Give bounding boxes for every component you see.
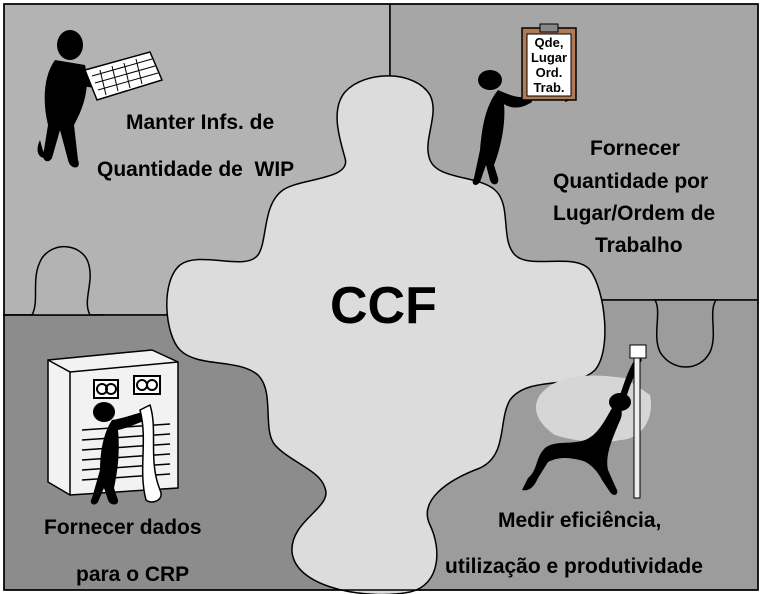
ccf-center-piece [166,75,606,594]
bottom-right-label-line-2: utilização e produtividade [445,555,703,578]
top-right-label-line-1: Fornecer [590,137,680,160]
top-right-label-line-2: Quantidade por [553,170,709,193]
diagram-border [3,3,759,591]
clipboard-line-3: Ord. [535,65,563,80]
clipboard-icon [521,23,577,101]
top-right-label-line-4: Trabalho [595,234,683,257]
top-right-label-line-3: Lugar/Ordem de [553,202,716,225]
ccf-label: CCF [330,277,437,335]
keyboard-icon [83,51,164,101]
top-left-label-line-1: Manter Infs. de [126,111,275,134]
bottom-left-label-line-2: para o CRP [76,563,190,586]
clipboard-line-4: Trab. [533,80,565,95]
bottom-right-label-line-1: Medir eficiência, [498,509,662,532]
measuring-ruler-icon [629,344,647,499]
person-at-computer-icon [90,402,152,505]
person-with-keyboard-icon [37,30,112,168]
bottom-left-label-line-1: Fornecer dados [44,516,202,539]
clipboard-line-1: Qde, [534,35,564,50]
top-left-label-line-2: Quantidade de WIP [97,158,295,181]
printout-paper-icon [139,403,162,503]
clipboard-text: Qde, Lugar Ord. Trab. [524,35,574,95]
puzzle-tab-left [4,245,104,316]
clipboard-line-2: Lugar [530,50,568,65]
puzzle-tab-right [653,299,718,368]
